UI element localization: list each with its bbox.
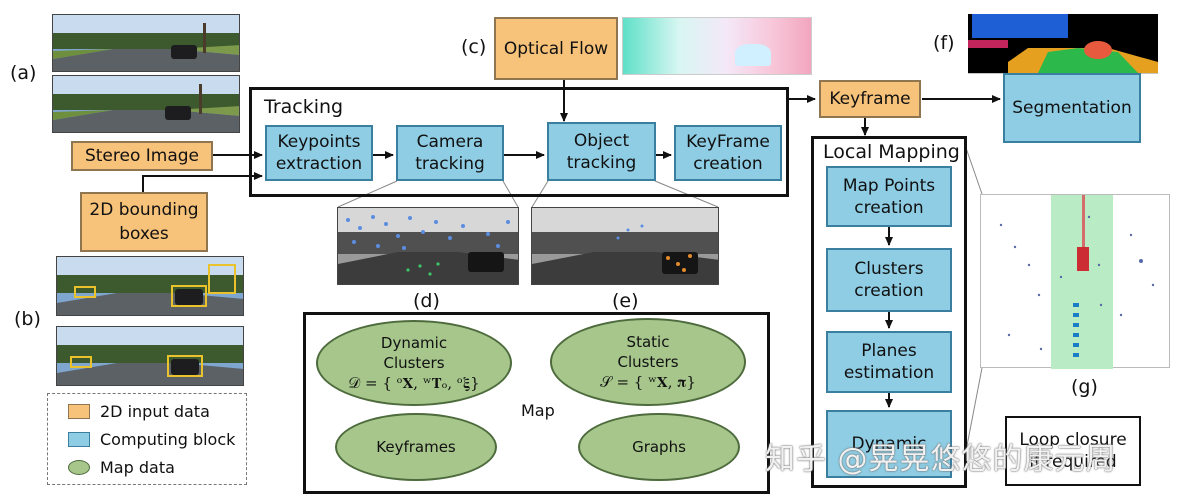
local-mapping-frame <box>811 136 967 488</box>
object-tracking-label: Object tracking <box>566 130 637 173</box>
keyframes-ellipse: Keyframes <box>335 413 497 481</box>
dynamic-clusters-name: Dynamic Clusters <box>380 334 448 372</box>
stereo-image-right-photo <box>52 75 240 133</box>
legend-item-input: 2D input data <box>68 397 246 425</box>
watermark-text: 知乎 @晃晃悠悠的康元周 <box>765 442 1117 477</box>
legend-item-map: Map data <box>68 453 246 481</box>
legend-label-input: 2D input data <box>100 401 210 421</box>
tracking-frame <box>249 87 789 197</box>
graphs-label: Graphs <box>632 438 686 456</box>
legend: 2D input data Computing block Map data <box>47 393 247 485</box>
map-label: Map <box>521 401 555 420</box>
loop-closure-box: Loop closure if required <box>1005 416 1141 486</box>
graphs-ellipse: Graphs <box>578 413 740 481</box>
keypoints-extraction-label: Keypoints extraction <box>275 132 363 174</box>
legend-label-computing: Computing block <box>100 429 236 449</box>
static-clusters-name: Static Clusters <box>617 333 679 371</box>
label-e: (e) <box>612 290 639 312</box>
clusters-creation-label: Clusters creation <box>854 259 924 301</box>
stereo-image-box: Stereo Image <box>71 141 213 171</box>
bounding-boxes-box: 2D bounding boxes <box>80 192 208 252</box>
legend-swatch-map <box>68 459 90 475</box>
segmentation-block: Segmentation <box>1003 73 1141 143</box>
camera-tracking-label: Camera tracking <box>415 132 485 174</box>
map-points-creation-label: Map Points creation <box>842 175 936 218</box>
static-clusters-ellipse: Static Clusters 𝒮 = { ʷ𝐗, 𝛑} <box>550 318 746 406</box>
keyframe-creation-label: KeyFrame creation <box>686 132 770 174</box>
legend-swatch-input <box>68 403 90 419</box>
segmentation-label: Segmentation <box>1012 98 1132 118</box>
optical-flow-photo <box>622 17 812 75</box>
keyframe-creation-block: KeyFrame creation <box>674 125 782 181</box>
keypoints-extraction-block: Keypoints extraction <box>265 125 373 181</box>
dynamic-block-label: Dynamic <box>851 434 927 454</box>
keyframe-label: Keyframe <box>829 89 911 109</box>
map-points-creation-block: Map Points creation <box>826 166 952 227</box>
static-clusters-formula: 𝒮 = { ʷ𝐗, 𝛑} <box>600 373 696 391</box>
bbox-image-left-photo <box>56 256 244 316</box>
legend-swatch-computing <box>68 431 90 447</box>
map-frame <box>303 312 770 494</box>
optical-flow-box: Optical Flow <box>494 17 618 80</box>
tracking-title: Tracking <box>264 96 344 118</box>
bbox-image-right-photo <box>56 326 244 386</box>
local-mapping-title: Local Mapping <box>823 141 960 163</box>
label-b: (b) <box>14 308 41 330</box>
planes-estimation-label: Planes estimation <box>843 341 935 383</box>
keyframes-label: Keyframes <box>376 438 456 456</box>
label-f: (f) <box>933 32 955 54</box>
label-d: (d) <box>413 290 440 312</box>
object-tracking-block: Object tracking <box>547 122 656 181</box>
camera-tracking-block: Camera tracking <box>396 125 504 181</box>
label-a: (a) <box>10 62 37 84</box>
point-cloud-photo <box>980 194 1170 369</box>
dynamic-block: Dynamic <box>826 410 952 478</box>
dynamic-clusters-ellipse: Dynamic Clusters 𝒟 = { ᵒ𝐗, ʷ𝐓ₒ, ᵒ𝛏} <box>316 320 512 406</box>
stereo-image-left-photo <box>52 14 240 72</box>
stereo-image-label: Stereo Image <box>84 146 200 166</box>
bounding-boxes-label: 2D bounding boxes <box>89 200 199 244</box>
object-tracking-photo <box>531 207 719 285</box>
loop-closure-label: Loop closure if required <box>1019 430 1127 472</box>
dynamic-clusters-formula: 𝒟 = { ᵒ𝐗, ʷ𝐓ₒ, ᵒ𝛏} <box>348 374 480 392</box>
optical-flow-label: Optical Flow <box>503 38 609 59</box>
clusters-creation-block: Clusters creation <box>826 248 952 312</box>
keyframe-box: Keyframe <box>819 80 921 118</box>
planes-estimation-block: Planes estimation <box>826 331 952 393</box>
legend-label-map: Map data <box>100 457 175 477</box>
segmentation-photo <box>968 14 1158 73</box>
label-g: (g) <box>1071 376 1098 398</box>
label-c: (c) <box>461 36 487 58</box>
legend-item-computing: Computing block <box>68 425 246 453</box>
keypoints-photo <box>337 207 519 285</box>
